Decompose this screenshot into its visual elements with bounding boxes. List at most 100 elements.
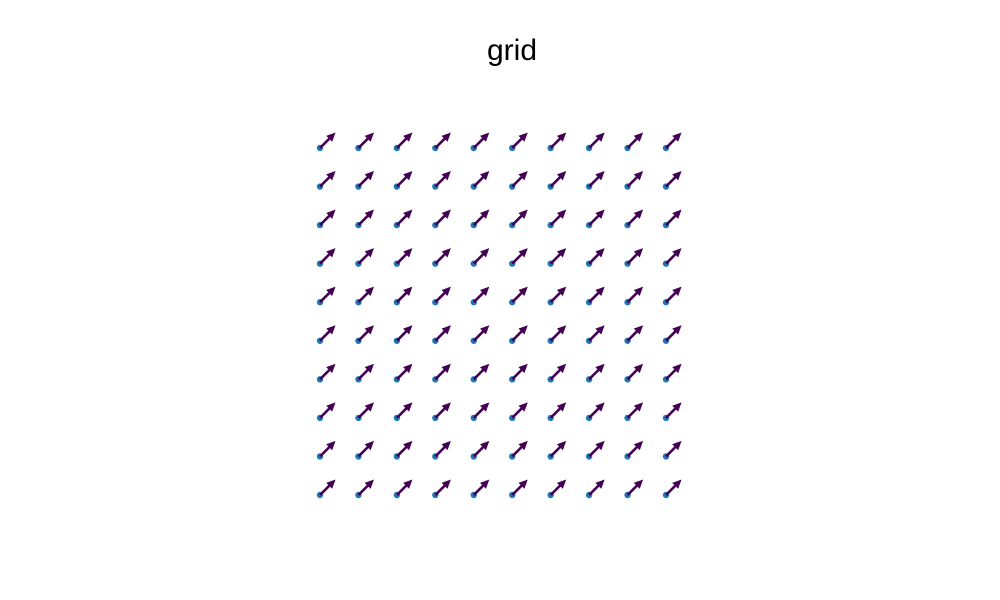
vector-arrow (395, 171, 413, 188)
vector-arrow (626, 325, 644, 342)
vector-arrow (395, 132, 413, 149)
vector-arrow (511, 440, 528, 458)
vector-arrow (588, 286, 605, 304)
vector-arrow (588, 209, 605, 227)
vector-arrow (549, 209, 567, 227)
vector-arrow (549, 171, 567, 188)
vector-arrow (626, 171, 644, 188)
vector-arrow (472, 440, 490, 458)
vector-arrow (319, 363, 336, 381)
vector-arrow (395, 363, 413, 381)
vector-arrow (395, 286, 413, 304)
vector-arrow (472, 132, 490, 149)
vector-arrow (665, 286, 682, 304)
vector-arrow (549, 440, 567, 458)
vector-arrow (434, 171, 451, 188)
vector-arrow (472, 248, 490, 265)
vector-arrow (319, 171, 336, 188)
vector-arrow (626, 248, 644, 265)
vector-arrows-layer (319, 132, 682, 496)
vector-arrow (588, 479, 605, 496)
vector-arrow (434, 132, 451, 149)
vector-arrow (511, 402, 528, 419)
vector-arrow (588, 363, 605, 381)
vector-arrow (588, 248, 605, 265)
vector-arrow (434, 286, 451, 304)
vector-arrow (357, 171, 374, 188)
vector-arrow (357, 286, 374, 304)
vector-arrow (357, 248, 374, 265)
vector-arrow (511, 209, 528, 227)
vector-arrow (357, 325, 374, 342)
vector-arrow (434, 209, 451, 227)
vector-arrow (665, 171, 682, 188)
vector-arrow (626, 402, 644, 419)
vector-arrow (626, 286, 644, 304)
vector-arrow (434, 440, 451, 458)
vector-arrow (665, 440, 682, 458)
vector-arrow (472, 325, 490, 342)
vector-arrow (511, 132, 528, 149)
vector-arrow (319, 209, 336, 227)
vector-arrow (665, 479, 682, 496)
vector-arrow (665, 325, 682, 342)
chart-title: grid (486, 34, 538, 67)
vector-arrow (434, 363, 451, 381)
vector-arrow (665, 402, 682, 419)
vector-arrow (549, 248, 567, 265)
vector-arrow (319, 248, 336, 265)
vector-arrow (665, 363, 682, 381)
vector-arrow (626, 363, 644, 381)
vector-arrow (549, 363, 567, 381)
vector-arrow (319, 286, 336, 304)
vector-arrow (549, 132, 567, 149)
points-layer (316, 144, 670, 499)
vector-arrow (319, 440, 336, 458)
vector-arrow (395, 479, 413, 496)
vector-arrow (319, 325, 336, 342)
vector-arrow (588, 325, 605, 342)
vector-arrow (395, 209, 413, 227)
vector-arrow (357, 402, 374, 419)
vector-arrow (665, 248, 682, 265)
vector-arrow (549, 479, 567, 496)
vector-arrow (319, 479, 336, 496)
vector-arrow (626, 209, 644, 227)
vector-arrow (665, 209, 682, 227)
vector-arrow (357, 132, 374, 149)
vector-arrow (511, 363, 528, 381)
vector-arrow (549, 286, 567, 304)
vector-arrow (357, 440, 374, 458)
vector-arrow (665, 132, 682, 149)
vector-arrow (472, 363, 490, 381)
vector-arrow (472, 171, 490, 188)
vector-arrow (319, 132, 336, 149)
vector-arrow (472, 209, 490, 227)
vector-arrow (588, 132, 605, 149)
vector-arrow (434, 325, 451, 342)
vector-arrow (511, 479, 528, 496)
vector-arrow (357, 363, 374, 381)
vector-arrow (511, 286, 528, 304)
vector-arrow (588, 440, 605, 458)
vector-arrow (319, 402, 336, 419)
vector-arrow (357, 209, 374, 227)
vector-arrow (357, 479, 374, 496)
vector-arrow (395, 325, 413, 342)
vector-arrow (472, 286, 490, 304)
vector-arrow (626, 479, 644, 496)
vector-arrow (511, 171, 528, 188)
vector-arrow (434, 248, 451, 265)
vector-arrow (395, 402, 413, 419)
vector-arrow (395, 248, 413, 265)
vector-arrow (511, 325, 528, 342)
vector-arrow (511, 248, 528, 265)
vector-arrow (434, 402, 451, 419)
vector-arrow (588, 171, 605, 188)
vector-arrow (549, 325, 567, 342)
vector-arrow (395, 440, 413, 458)
vector-arrow (472, 479, 490, 496)
vector-arrow (549, 402, 567, 419)
vector-arrow (626, 132, 644, 149)
